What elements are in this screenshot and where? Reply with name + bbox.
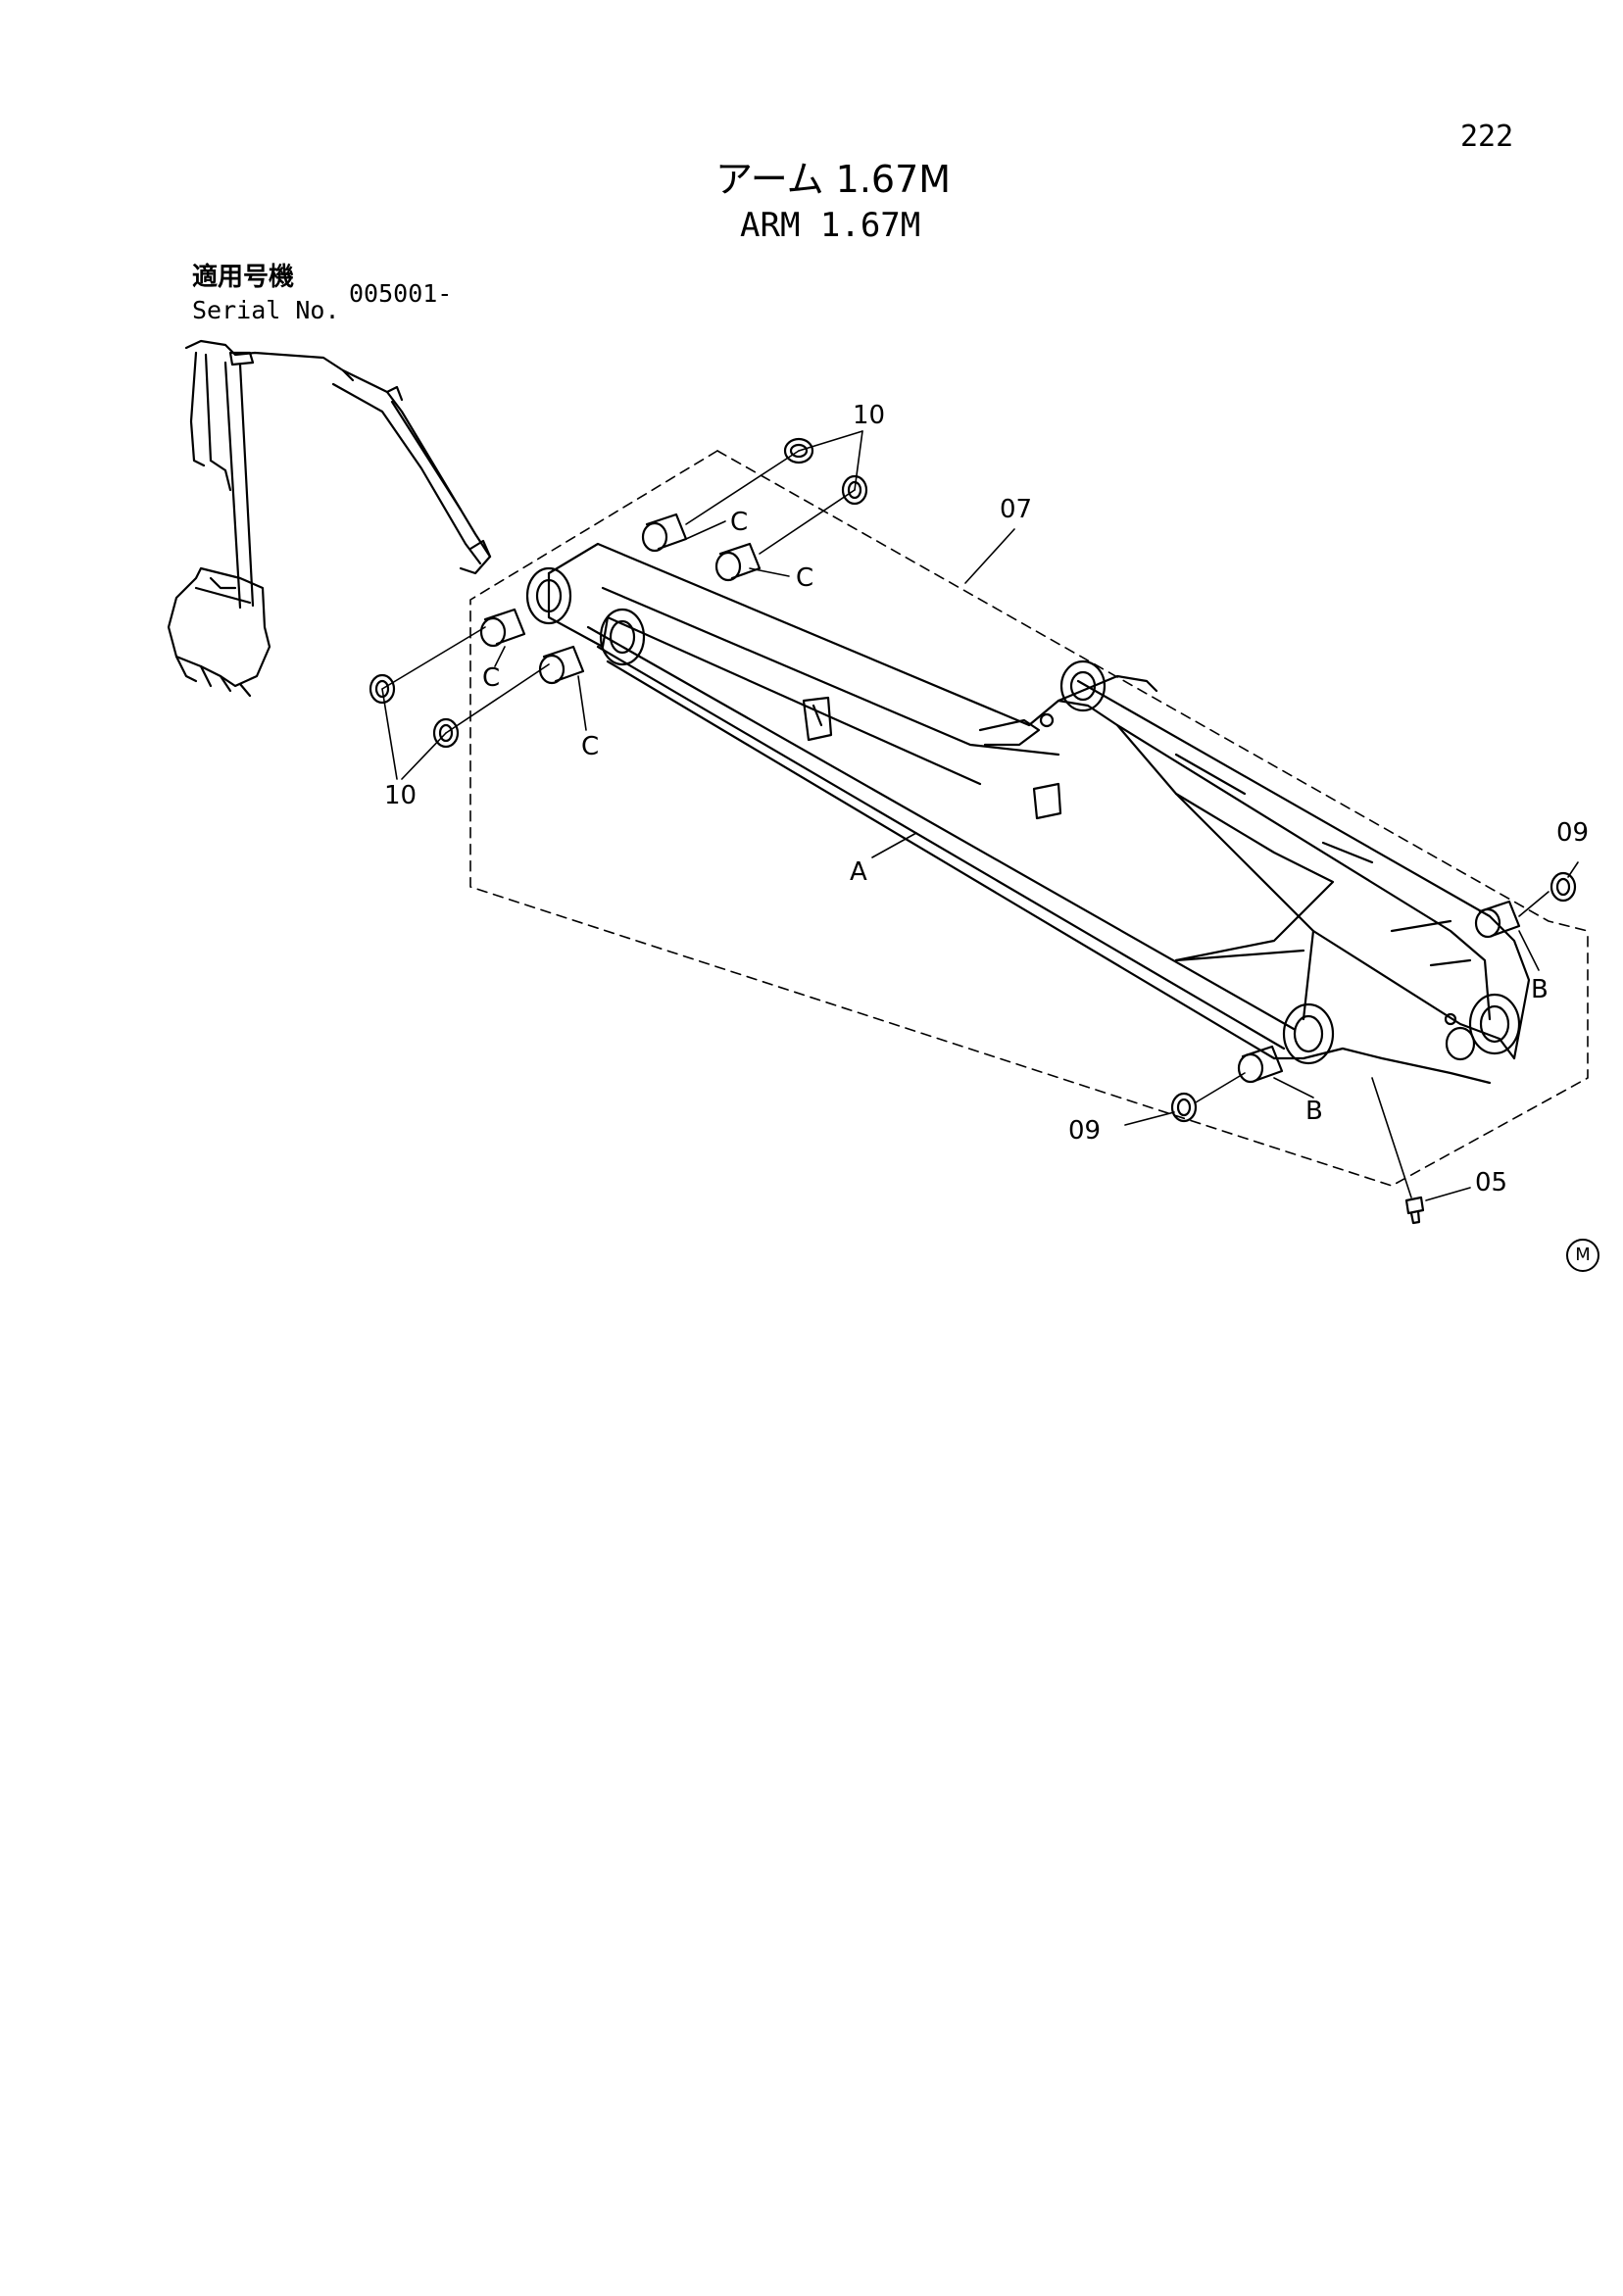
callout-07: 07 — [1000, 495, 1032, 524]
grease-fitting-05 — [1404, 1196, 1425, 1225]
manual-mark-icon: M — [1566, 1239, 1599, 1272]
washer-10 — [369, 437, 868, 749]
callout-c-1: C — [730, 508, 748, 537]
page-title-en: ARM 1.67M — [740, 206, 921, 245]
arm-boss-bucket-left — [1282, 1002, 1335, 1065]
callout-10-bottom: 10 — [384, 781, 417, 810]
page-title-jp: アーム 1.67M — [715, 158, 952, 201]
arm-boss-cylinder — [1059, 659, 1107, 712]
callout-c-2: C — [796, 563, 813, 593]
serial-label-en: Serial No. — [192, 296, 340, 324]
callout-c-4: C — [581, 732, 599, 761]
callout-09-left: 09 — [1068, 1116, 1101, 1146]
arm-boss-top-left — [525, 566, 572, 625]
arm-boss-top-right — [599, 608, 646, 666]
assembly-frame — [469, 450, 1589, 1187]
callout-b-left: B — [1305, 1097, 1323, 1126]
callout-a: A — [850, 857, 867, 887]
leader-lines — [381, 430, 1579, 1201]
bushing-c-top — [479, 513, 762, 685]
callout-09-right: 09 — [1556, 818, 1589, 848]
excavator-thumbnail — [167, 339, 492, 698]
callout-c-3: C — [482, 663, 500, 693]
callout-b-right: B — [1531, 975, 1549, 1004]
page-number: 222 — [1460, 120, 1514, 154]
bushing-b — [1237, 900, 1521, 1084]
serial-label-jp: 適用号機 — [192, 263, 295, 292]
washer-09 — [1170, 871, 1577, 1123]
callout-05: 05 — [1475, 1168, 1507, 1197]
callout-10-top: 10 — [853, 401, 885, 430]
arm-body — [547, 542, 1531, 1085]
arm-boss-bucket-right — [1468, 993, 1521, 1055]
serial-number-value: 005001- — [349, 279, 453, 308]
